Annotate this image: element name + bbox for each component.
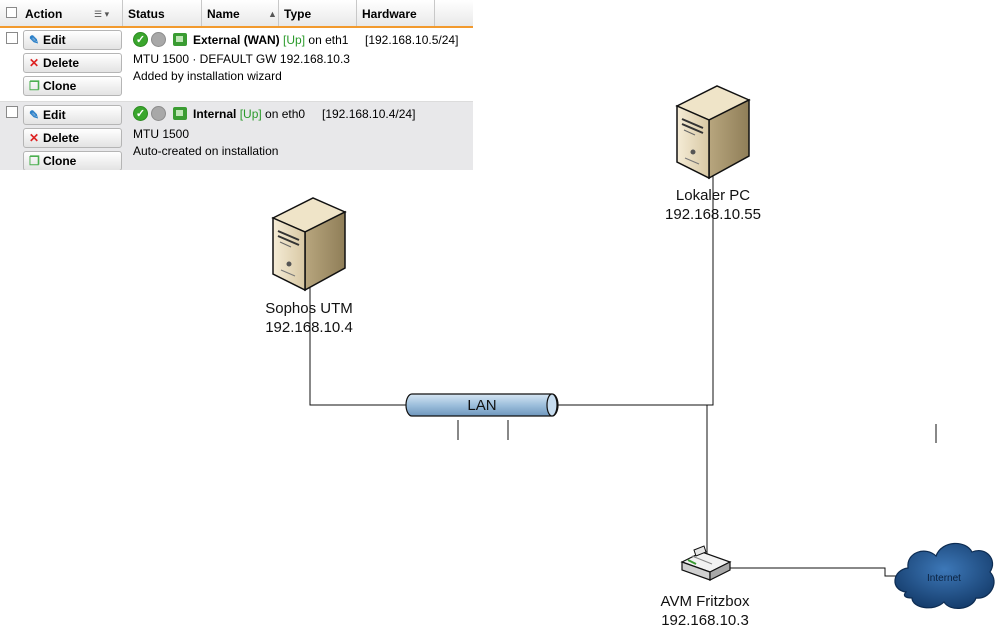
edit-button-label: Edit xyxy=(43,33,66,47)
row-checkbox[interactable] xyxy=(6,106,18,118)
delete-button-label: Delete xyxy=(43,56,80,70)
select-all-checkbox[interactable] xyxy=(6,7,17,18)
delete-button-label: Delete xyxy=(43,131,80,145)
fritzbox-label: AVM Fritzbox 192.168.10.3 xyxy=(645,592,765,630)
link-status-icon xyxy=(151,106,166,121)
interface-detail: MTU 1500 xyxy=(133,127,190,141)
lokaler-pc-ip: 192.168.10.55 xyxy=(665,206,761,223)
edit-button[interactable]: ✎ Edit xyxy=(23,30,122,50)
delete-button[interactable]: ✕ Delete xyxy=(23,53,122,73)
clone-button[interactable]: ❐ Clone xyxy=(23,76,122,96)
enabled-status-icon[interactable]: ✓ xyxy=(133,32,148,47)
edit-icon: ✎ xyxy=(29,33,40,47)
lokaler-pc-name: Lokaler PC xyxy=(675,187,751,204)
ethernet-icon xyxy=(173,107,187,120)
column-header-hardware-label: Hardware xyxy=(362,7,417,21)
column-header-status[interactable]: Status xyxy=(123,0,202,26)
sophos-utm-server-icon xyxy=(271,197,347,292)
sophos-utm-name: Sophos UTM xyxy=(265,300,353,317)
interface-comment: Added by installation wizard xyxy=(133,69,282,83)
interface-port: on eth0 xyxy=(265,107,306,121)
clone-button-label: Clone xyxy=(43,79,77,93)
sort-ascending-icon: ▲ xyxy=(268,9,277,19)
internet-cloud-icon: Internet xyxy=(894,542,995,609)
interface-summary: External (WAN) [Up] on eth1 xyxy=(193,33,348,47)
delete-icon: ✕ xyxy=(29,131,40,145)
lan-pipe: LAN xyxy=(405,393,559,417)
table-row: ✎ Edit ✕ Delete ❐ Clone ✓ External (WAN)… xyxy=(0,28,473,102)
fritzbox-name: AVM Fritzbox xyxy=(660,593,750,610)
lan-to-pc-line xyxy=(556,135,714,406)
connection-lines xyxy=(309,135,937,577)
interface-detail: MTU 1500 · DEFAULT GW 192.168.10.3 xyxy=(133,52,350,66)
interface-summary: Internal [Up] on eth0 xyxy=(193,107,305,121)
edit-button-label: Edit xyxy=(43,108,66,122)
interface-name: External (WAN) xyxy=(193,33,280,47)
fritzbox-to-internet-line xyxy=(713,567,905,577)
column-header-action-label: Action xyxy=(25,7,63,21)
interface-port: on eth1 xyxy=(308,33,349,47)
clone-button[interactable]: ❐ Clone xyxy=(23,151,122,170)
lokaler-pc-label: Lokaler PC 192.168.10.55 xyxy=(652,186,774,224)
clone-icon: ❐ xyxy=(29,79,40,93)
clone-icon: ❐ xyxy=(29,154,40,168)
interface-state: [Up] xyxy=(283,33,306,47)
interface-comment: Auto-created on installation xyxy=(133,144,279,158)
edit-button[interactable]: ✎ Edit xyxy=(23,105,122,125)
internet-label: Internet xyxy=(927,573,961,584)
column-header-hardware[interactable]: Hardware xyxy=(357,0,435,26)
table-header: Action ☰ ▾ Status Name ▲ Type Hardware xyxy=(0,0,473,28)
enabled-status-icon[interactable]: ✓ xyxy=(133,106,148,121)
row-checkbox[interactable] xyxy=(6,32,18,44)
fritzbox-ip: 192.168.10.3 xyxy=(661,612,749,629)
router-icon xyxy=(680,545,732,581)
link-status-icon xyxy=(151,32,166,47)
edit-icon: ✎ xyxy=(29,108,40,122)
ethernet-icon xyxy=(173,33,187,46)
column-header-type-label: Type xyxy=(284,7,312,21)
clone-button-label: Clone xyxy=(43,154,77,168)
table-row: ✎ Edit ✕ Delete ❐ Clone ✓ Internal [Up] … xyxy=(0,102,473,170)
lokaler-pc-server-icon xyxy=(675,85,751,180)
column-header-status-label: Status xyxy=(128,7,165,21)
interface-name: Internal xyxy=(193,107,237,121)
column-header-type[interactable]: Type xyxy=(279,0,357,26)
delete-button[interactable]: ✕ Delete xyxy=(23,128,122,148)
delete-icon: ✕ xyxy=(29,56,40,70)
interface-address: [192.168.10.5/24] xyxy=(365,33,459,47)
column-header-action[interactable]: Action ☰ ▾ xyxy=(20,0,123,26)
lan-label: LAN xyxy=(467,397,496,414)
column-header-name[interactable]: Name ▲ xyxy=(202,0,279,26)
interface-state: [Up] xyxy=(239,107,262,121)
utm-to-lan-line xyxy=(309,246,410,406)
column-menu-icon[interactable]: ☰ ▾ xyxy=(94,9,110,19)
sophos-utm-ip: 192.168.10.4 xyxy=(265,319,353,336)
interface-address: [192.168.10.4/24] xyxy=(322,107,416,121)
sophos-utm-label: Sophos UTM 192.168.10.4 xyxy=(250,299,368,337)
interfaces-table: Action ☰ ▾ Status Name ▲ Type Hardware ✎… xyxy=(0,0,473,170)
column-header-name-label: Name xyxy=(207,7,240,21)
